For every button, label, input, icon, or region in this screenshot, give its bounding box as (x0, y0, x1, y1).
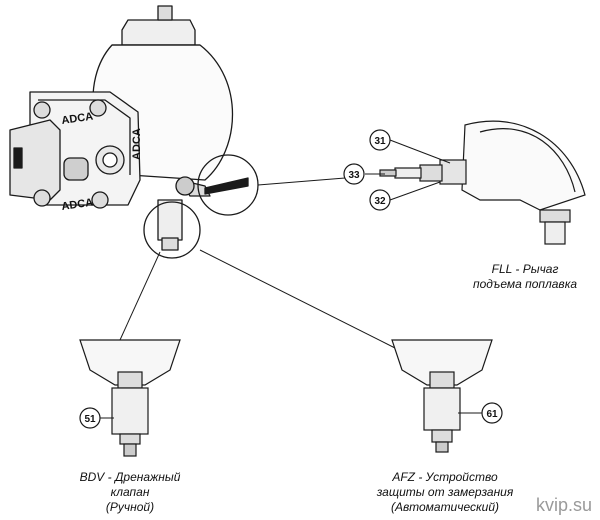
callout-61: 61 (481, 402, 503, 424)
fll-caption-line2: подъема поплавка (472, 277, 578, 291)
afz-caption-line1: AFZ - Устройство (392, 470, 498, 484)
svg-text:33: 33 (348, 170, 360, 181)
afz-caption-line3: (Автоматический) (391, 500, 499, 514)
bdv-caption-line3: (Ручной) (105, 500, 155, 514)
afz-detail (391, 339, 493, 453)
brand-lettering-top: ADCA (61, 111, 94, 127)
fll-pin (394, 167, 422, 179)
brand-lettering-bottom: ADCA (61, 197, 94, 213)
callout-32: 32 (369, 189, 391, 211)
fll-body-section (461, 120, 586, 211)
callout-31: 31 (369, 129, 391, 151)
fll-bottom-fitting (539, 209, 571, 223)
bolt (33, 101, 51, 119)
detail-circle-drain (143, 201, 201, 259)
top-plug (157, 5, 173, 21)
svg-text:31: 31 (374, 136, 386, 147)
front-cover (9, 119, 61, 201)
bdv-caption: BDV - Дренажный клапан (Ручной) (70, 470, 190, 515)
top-cap (121, 19, 196, 46)
bolt (33, 189, 51, 207)
afz-body-section (391, 339, 493, 386)
bdv-valve-body (111, 387, 149, 435)
svg-text:51: 51 (84, 414, 96, 425)
callout-33: 33 (343, 163, 365, 185)
bdv-detail (79, 339, 181, 457)
bolt (91, 191, 109, 209)
watermark: kvip.su (535, 495, 592, 515)
fll-caption: FLL - Рычаг подъема поплавка (470, 262, 580, 292)
bolt (89, 99, 107, 117)
afz-caption-line2: защиты от замерзания (376, 485, 514, 499)
fll-detail (379, 120, 586, 245)
fll-callout-leaders (365, 139, 451, 201)
afz-caption: AFZ - Устройство защиты от замерзания (А… (370, 470, 520, 515)
bdv-caption-line1: BDV - Дренажный (79, 470, 181, 484)
leader-lines (119, 177, 396, 349)
bdv-body-section (79, 339, 181, 386)
afz-valve-body (423, 387, 461, 431)
steam-trap-assembly (9, 5, 259, 259)
fll-caption-line1: FLL - Рычаг (491, 262, 559, 276)
svg-text:61: 61 (486, 409, 498, 420)
drain-fitting (157, 199, 183, 241)
fll-nut (419, 164, 443, 182)
svg-text:32: 32 (374, 196, 386, 207)
sight-window (63, 157, 89, 181)
bdv-caption-line2: клапан (110, 485, 150, 499)
brand-lettering-side: ADCA (131, 128, 143, 160)
callout-51: 51 (79, 407, 101, 429)
lever-pivot (175, 176, 195, 196)
